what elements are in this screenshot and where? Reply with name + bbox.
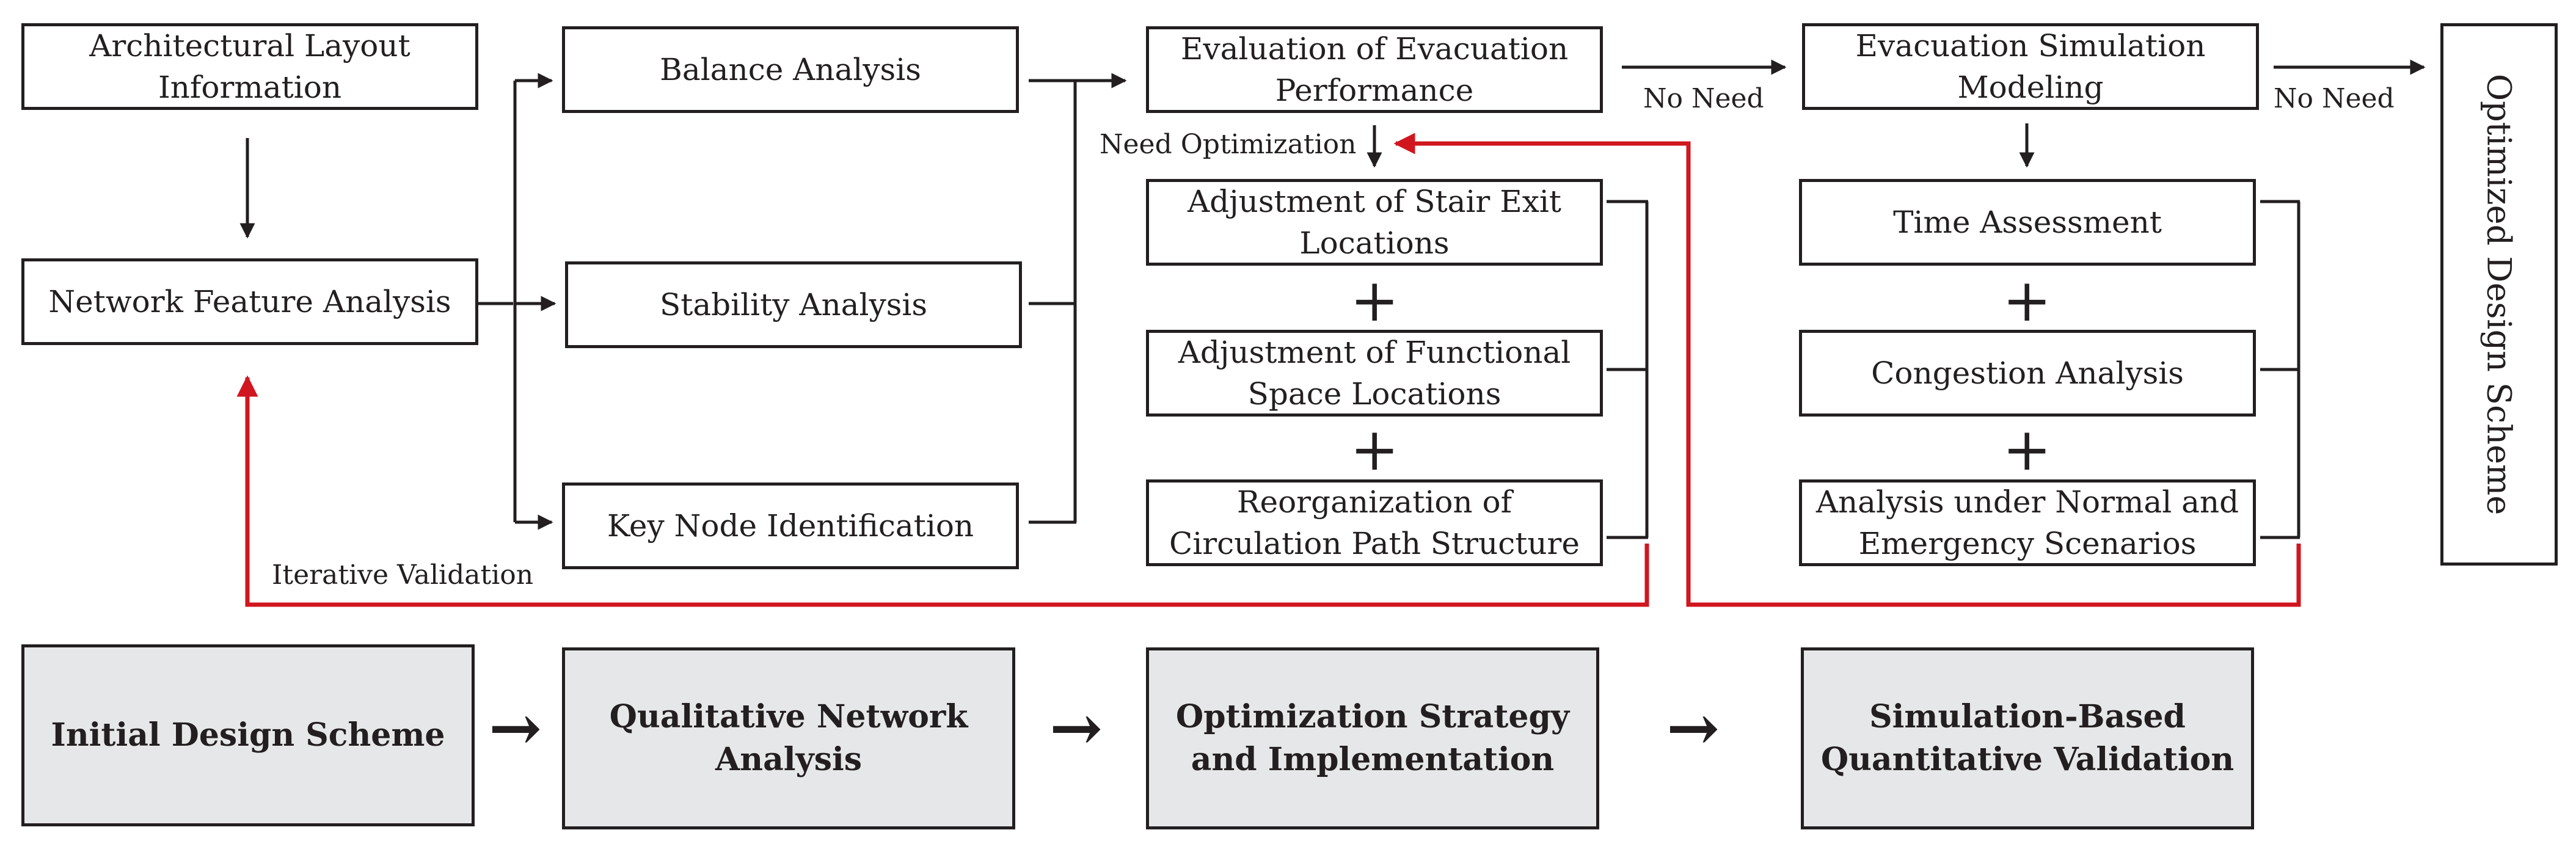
stage-arrow: →	[489, 690, 542, 765]
plus-symbol: +	[1350, 415, 1399, 484]
congestion-analysis-label: Congestion Analysis	[1871, 355, 2184, 391]
stair-exit-label: Adjustment of Stair Exit Locations	[1188, 184, 1561, 261]
key-node-box: Key Node Identification	[562, 482, 1019, 569]
simulation-modeling-label: Evacuation Simulation Modeling	[1855, 28, 2206, 105]
architectural-layout-box: Architectural Layout Information	[21, 23, 478, 110]
no-need-label-1: No Need	[1643, 83, 1764, 114]
scenarios-analysis-box: Analysis under Normal and Emergency Scen…	[1799, 479, 2256, 566]
congestion-analysis-box: Congestion Analysis	[1799, 330, 2256, 417]
time-assessment-label: Time Assessment	[1893, 205, 2162, 240]
scenarios-analysis-label: Analysis under Normal and Emergency Scen…	[1815, 484, 2239, 561]
iterative-validation-label: Iterative Validation	[272, 559, 534, 591]
simulation-modeling-box: Evacuation Simulation Modeling	[1802, 23, 2259, 110]
network-feature-box: Network Feature Analysis	[21, 258, 478, 345]
architectural-layout-label: Architectural Layout Information	[89, 28, 410, 105]
evaluation-box: Evaluation of Evacuation Performance	[1146, 26, 1603, 113]
plus-symbol: +	[1350, 266, 1399, 335]
stage-label: Qualitative Network Analysis	[609, 698, 968, 778]
stage-simulation-validation: Simulation-Based Quantitative Validation	[1801, 647, 2254, 829]
balance-analysis-label: Balance Analysis	[660, 52, 921, 87]
stage-arrow: →	[1049, 690, 1103, 765]
plus-symbol: +	[2002, 266, 2052, 335]
feedback-iterative-validation	[236, 375, 1649, 607]
evaluation-label: Evaluation of Evacuation Performance	[1180, 31, 1569, 108]
stage-qualitative-network: Qualitative Network Analysis	[562, 647, 1015, 829]
no-need-label-2: No Need	[2274, 83, 2395, 114]
stage-label: Initial Design Scheme	[51, 716, 445, 754]
circulation-box: Reorganization of Circulation Path Struc…	[1146, 479, 1603, 566]
stage-label: Simulation-Based Quantitative Validation	[1820, 698, 2235, 778]
functional-space-label: Adjustment of Functional Space Locations	[1178, 335, 1571, 412]
stage-label: Optimization Strategy and Implementation	[1175, 698, 1570, 778]
stair-exit-box: Adjustment of Stair Exit Locations	[1146, 179, 1603, 266]
stage-arrow: →	[1666, 690, 1720, 765]
functional-space-box: Adjustment of Functional Space Locations	[1146, 330, 1603, 417]
optimized-design-label: Optimized Design Scheme	[2479, 73, 2519, 515]
balance-analysis-box: Balance Analysis	[562, 26, 1019, 113]
circulation-label: Reorganization of Circulation Path Struc…	[1169, 484, 1580, 561]
network-feature-label: Network Feature Analysis	[48, 284, 451, 319]
stability-analysis-box: Stability Analysis	[565, 261, 1022, 348]
key-node-label: Key Node Identification	[607, 508, 974, 544]
optimized-design-box: Optimized Design Scheme	[2440, 23, 2558, 566]
stage-initial-design: Initial Design Scheme	[21, 644, 475, 826]
time-assessment-box: Time Assessment	[1799, 179, 2256, 266]
stage-optimization-strategy: Optimization Strategy and Implementation	[1146, 647, 1599, 829]
feedback-need-optimization	[1393, 133, 2301, 607]
stability-analysis-label: Stability Analysis	[659, 287, 928, 322]
need-optimization-label: Need Optimization	[1100, 129, 1357, 160]
plus-symbol: +	[2002, 415, 2052, 484]
